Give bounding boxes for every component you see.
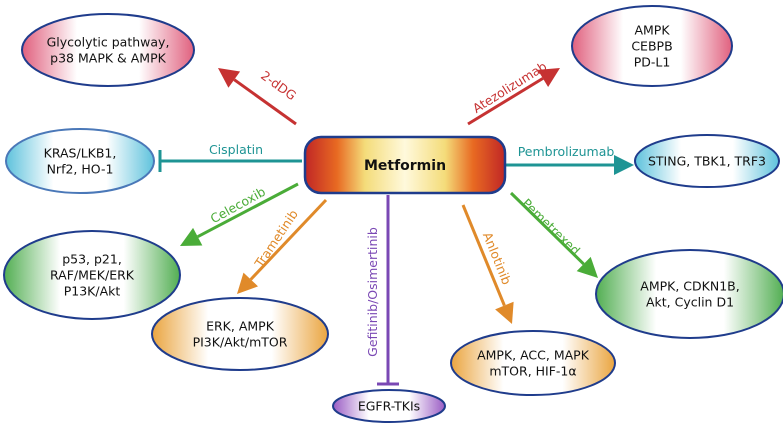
node-glycolytic: Glycolytic pathway,p38 MAPK & AMPK [21, 13, 195, 87]
arrowhead-icon [576, 256, 598, 278]
node-ellipse [151, 297, 329, 371]
node-ellipse [5, 128, 155, 194]
arrowhead-icon [614, 155, 634, 175]
edge-label-pembrolizumab: Pembrolizumab [518, 144, 615, 159]
node-text-line: ERK, AMPK [206, 319, 275, 334]
edge-label-trametinib: Trametinib [251, 207, 301, 271]
edge-label-cisplatin: Cisplatin [209, 142, 263, 157]
node-text-line: p38 MAPK & AMPK [50, 51, 166, 66]
node-ellipse [21, 13, 195, 87]
node-kras: KRAS/LKB1,Nrf2, HO-1 [5, 128, 155, 194]
node-text-line: p53, p21, [62, 252, 122, 267]
edge-2-ddg: 2-dDG [218, 68, 299, 126]
metformin-label: Metformin [364, 158, 446, 174]
edge-line [197, 182, 299, 239]
node-text-line: PI3K/Akt/mTOR [193, 335, 288, 350]
node-text-line: Akt, Cyclin D1 [646, 295, 734, 310]
node-metformin: Metformin [303, 135, 507, 195]
edge-line [249, 198, 328, 281]
node-ellipse [571, 5, 733, 87]
edge-line [233, 78, 297, 126]
metformin-box [303, 135, 507, 195]
node-ellipse [595, 249, 783, 339]
edge-atezolizumab: Atezolizumab [467, 58, 560, 126]
edge-label-pemetrexed: Pemetrexed [519, 195, 583, 258]
node-ellipse [634, 134, 780, 188]
edge-pembrolizumab: Pembrolizumab [506, 144, 634, 175]
node-text-line: KRAS/LKB1, [44, 146, 117, 161]
arrowhead-icon [537, 68, 560, 87]
edge-anlotinib: Anlotinib [461, 204, 515, 324]
node-text-line: P13K/Akt [64, 284, 121, 299]
node-text-line: CEBPB [631, 39, 672, 54]
node-text-line: AMPK [634, 23, 670, 38]
arrowhead-icon [180, 227, 203, 246]
node-text-line: AMPK, CDKN1B, [640, 279, 739, 294]
node-egfr: EGFR-TKIs [332, 389, 446, 423]
node-text-line: STING, TBK1, TRF3 [648, 154, 766, 169]
node-text-line: RAF/MEK/ERK [50, 268, 135, 283]
node-text-line: EGFR-TKIs [358, 399, 420, 414]
edge-pemetrexed: Pemetrexed [509, 191, 598, 278]
edge-line [509, 191, 585, 266]
node-ellipse [332, 389, 446, 423]
node-text-line: Glycolytic pathway, [47, 35, 170, 50]
edge-label-2-ddg: 2-dDG [258, 68, 299, 103]
node-sting: STING, TBK1, TRF3 [634, 134, 780, 188]
node-text-line: AMPK, ACC, MAPK [477, 348, 590, 363]
node-ellipse [450, 330, 616, 396]
node-text-line: mTOR, HIF-1α [489, 364, 576, 379]
node-text-line: Nrf2, HO-1 [47, 162, 114, 177]
edge-label-gefitinib-osimertinib: Gefitinib/Osimertinib [365, 227, 380, 357]
arrowhead-icon [218, 68, 241, 88]
node-ellipse [3, 230, 181, 320]
edge-trametinib: Trametinib [237, 198, 328, 294]
edge-cisplatin: Cisplatin [158, 142, 302, 172]
node-cdkn1b: AMPK, CDKN1B,Akt, Cyclin D1 [595, 249, 783, 339]
edge-line [467, 77, 544, 126]
arrowhead-icon [495, 301, 514, 324]
edge-label-atezolizumab: Atezolizumab [470, 58, 550, 115]
node-text-line: PD-L1 [634, 55, 671, 70]
arrowhead-icon [237, 272, 259, 294]
edge-gefitinib-osimertinib: Gefitinib/Osimertinib [365, 195, 399, 386]
edge-line [461, 204, 506, 307]
